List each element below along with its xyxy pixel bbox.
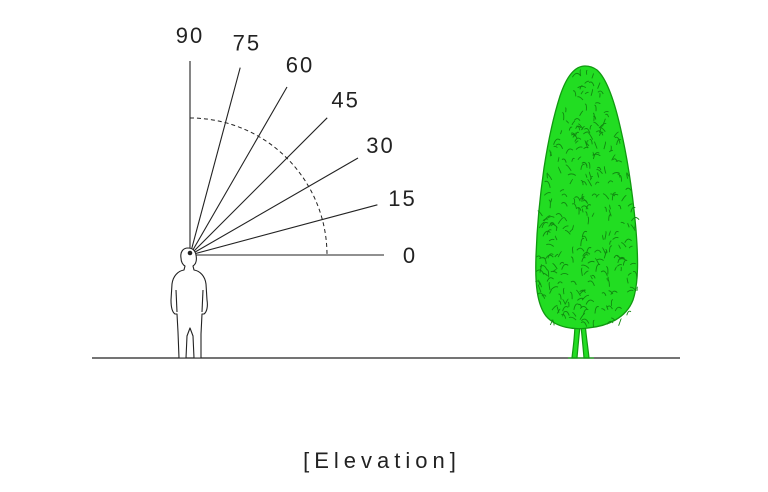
angle-label-30: 30	[366, 133, 394, 158]
angle-label-45: 45	[331, 87, 359, 112]
sight-lines	[189, 61, 384, 256]
angle-label-60: 60	[286, 53, 314, 78]
angle-label-15: 15	[388, 186, 416, 211]
angle-label-0: 0	[403, 243, 417, 268]
sight-line-30	[189, 157, 359, 256]
view-angle-arc	[189, 117, 328, 256]
tree-icon	[535, 65, 640, 359]
angle-labels: 90 75 60 45 30 15 0	[176, 23, 417, 268]
angle-label-75: 75	[233, 31, 261, 56]
sight-line-60	[189, 86, 288, 256]
angle-label-90: 90	[176, 23, 204, 48]
person-figure	[170, 247, 208, 359]
sight-line-75	[189, 67, 241, 256]
elevation-caption: [Elevation]	[303, 448, 461, 473]
eye-point	[187, 250, 193, 256]
sight-line-15	[189, 204, 378, 256]
sight-line-45	[189, 117, 328, 256]
